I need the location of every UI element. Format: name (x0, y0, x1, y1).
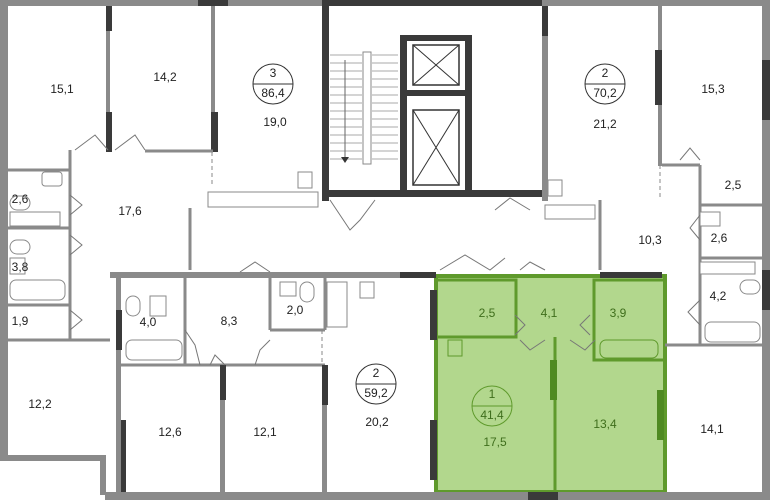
room-area: 4,0 (140, 315, 157, 329)
room-area: 14,1 (700, 422, 724, 436)
elevator-1 (412, 44, 460, 86)
apartment-rooms: 3 (270, 66, 277, 80)
room-area: 4,1 (541, 306, 558, 320)
room-area: 3,9 (610, 306, 627, 320)
room-labels: 15,1 14,2 19,0 17,6 2,6 3,8 1,9 12,2 21,… (12, 70, 742, 449)
room-area: 20,2 (365, 415, 389, 429)
room-area: 2,5 (479, 306, 496, 320)
room-area: 17,5 (483, 435, 507, 449)
apartment-1-highlight[interactable] (434, 274, 667, 494)
room-area: 17,6 (118, 204, 142, 218)
room-area: 13,4 (593, 417, 617, 431)
fixtures (9, 171, 761, 361)
apartment-area: 86,4 (261, 86, 285, 100)
apartment-badge-1[interactable]: 1 41,4 (471, 385, 513, 427)
room-area: 2,5 (725, 178, 742, 192)
room-area: 2,0 (287, 303, 304, 317)
room-area: 4,2 (710, 289, 727, 303)
room-area: 10,3 (638, 233, 662, 247)
room-area: 3,8 (12, 260, 29, 274)
room-area: 2,6 (711, 231, 728, 245)
room-area: 19,0 (263, 115, 287, 129)
interior-walls (8, 6, 762, 492)
room-area: 21,2 (593, 117, 617, 131)
apartment-badge-2a[interactable]: 2 70,2 (584, 63, 626, 105)
room-area: 12,1 (253, 425, 277, 439)
apartment-area: 41,4 (480, 408, 504, 422)
doors (69, 134, 701, 366)
room-area: 15,3 (701, 82, 725, 96)
room-area: 15,1 (50, 82, 74, 96)
apartment-area: 59,2 (364, 386, 388, 400)
apartment-area: 70,2 (593, 86, 617, 100)
room-area: 2,6 (12, 192, 29, 206)
staircase (330, 51, 398, 165)
room-area: 12,6 (158, 425, 182, 439)
elevator-2 (412, 109, 460, 186)
room-area: 1,9 (12, 314, 29, 328)
apartment-rooms: 2 (602, 66, 609, 80)
apartment-rooms: 2 (373, 366, 380, 380)
room-area: 8,3 (221, 314, 238, 328)
apartment-badge-2b[interactable]: 2 59,2 (355, 363, 397, 405)
apartment-rooms: 1 (489, 387, 496, 401)
room-area: 12,2 (28, 397, 52, 411)
apartment-badge-3[interactable]: 3 86,4 (252, 63, 294, 105)
room-area: 14,2 (153, 70, 177, 84)
